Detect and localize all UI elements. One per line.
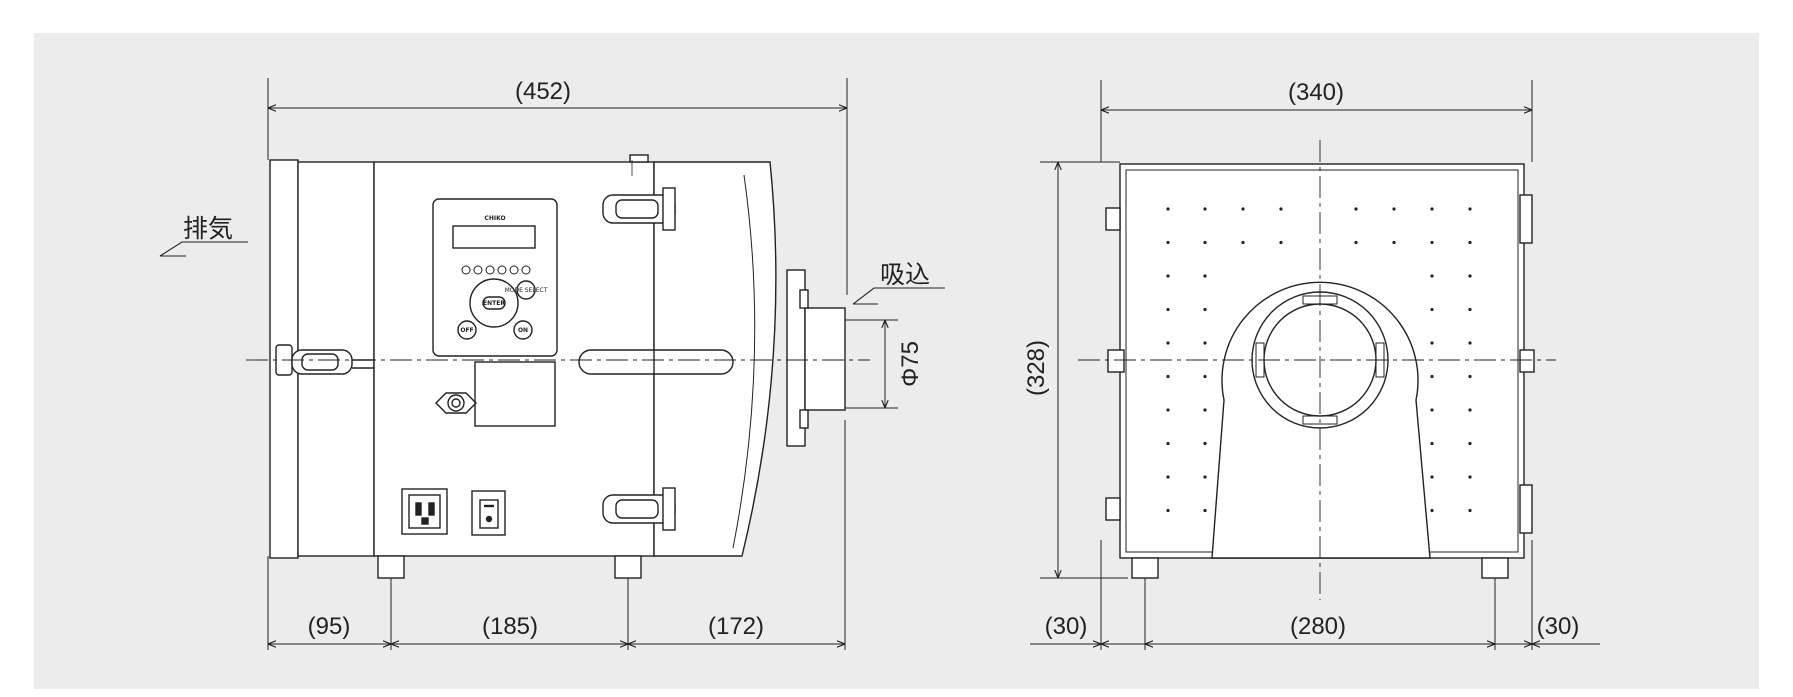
vent-hole bbox=[1279, 240, 1283, 245]
navigation-pad bbox=[469, 278, 519, 328]
panel-off: OFF bbox=[460, 327, 473, 334]
foot-left bbox=[1131, 557, 1159, 579]
vent-hole bbox=[1430, 207, 1434, 211]
vent-hole bbox=[1392, 240, 1396, 245]
vent-hole bbox=[1468, 374, 1472, 379]
vent-hole bbox=[1430, 441, 1434, 446]
vent-hole bbox=[1166, 274, 1170, 278]
side-view bbox=[159, 78, 945, 650]
label-plate bbox=[474, 361, 556, 427]
vent-hole bbox=[1166, 207, 1170, 211]
vent-hole bbox=[1203, 341, 1207, 345]
control-panel bbox=[432, 198, 558, 357]
panel-brand: CHIKO bbox=[484, 215, 505, 222]
vent-hole bbox=[1468, 207, 1472, 211]
vent-hole bbox=[1203, 274, 1207, 278]
segment-middle-label: (185) bbox=[482, 613, 538, 640]
enter-button bbox=[482, 296, 506, 310]
intake-duct bbox=[804, 307, 846, 411]
vent-hole bbox=[1430, 374, 1434, 379]
front-segment-left-label: (30) bbox=[1045, 613, 1088, 640]
vent-hole bbox=[1166, 374, 1170, 379]
vent-hole bbox=[1468, 408, 1472, 412]
vent-hole bbox=[1166, 341, 1170, 345]
segment-rear-label: (95) bbox=[308, 613, 351, 640]
foot-rear bbox=[377, 555, 405, 579]
indicator-leds bbox=[461, 265, 531, 275]
vent-hole bbox=[1468, 441, 1472, 446]
handle-slot bbox=[578, 349, 734, 375]
ventilation-holes bbox=[1166, 207, 1472, 513]
vent-hole bbox=[1392, 207, 1396, 211]
front-segment-right-label: (30) bbox=[1537, 613, 1580, 640]
vent-hole bbox=[1166, 408, 1170, 412]
front-view bbox=[1030, 80, 1600, 650]
vent-hole bbox=[1468, 508, 1472, 513]
mode-select-button bbox=[516, 280, 536, 300]
vent-hole bbox=[1166, 441, 1170, 446]
on-button bbox=[513, 320, 533, 340]
vent-hole bbox=[1468, 274, 1472, 278]
vent-hole bbox=[1166, 475, 1170, 479]
vent-hole bbox=[1166, 508, 1170, 513]
panel-enter: ENTER bbox=[483, 300, 505, 307]
front-overall-width-label: (340) bbox=[1288, 79, 1344, 106]
intake-label: 吸込 bbox=[880, 260, 930, 289]
vent-hole bbox=[1203, 441, 1207, 446]
front-segment-middle-label: (280) bbox=[1290, 613, 1346, 640]
vent-hole bbox=[1468, 475, 1472, 479]
display-window bbox=[452, 225, 536, 249]
vent-hole bbox=[1430, 408, 1434, 412]
power-switch bbox=[471, 490, 506, 536]
vent-hole bbox=[1468, 240, 1472, 245]
vent-hole bbox=[1203, 374, 1207, 379]
front-overall-height-label: (328) bbox=[1023, 340, 1050, 396]
vent-hole bbox=[1468, 307, 1472, 312]
vent-hole bbox=[1430, 307, 1434, 312]
vent-hole bbox=[1430, 341, 1434, 345]
vent-hole bbox=[1203, 240, 1207, 245]
vent-hole bbox=[1203, 408, 1207, 412]
vent-hole bbox=[1241, 240, 1245, 245]
vent-hole bbox=[1203, 508, 1207, 513]
off-button bbox=[457, 320, 477, 340]
vent-hole bbox=[1430, 475, 1434, 479]
vent-hole bbox=[1203, 475, 1207, 479]
side-overall-width-label: (452) bbox=[515, 78, 571, 105]
exhaust-label: 排気 bbox=[183, 214, 233, 243]
intake-leader bbox=[852, 287, 945, 305]
vent-hole bbox=[1203, 307, 1207, 312]
panel-mode: MODE SELECT bbox=[505, 287, 548, 294]
foot-right bbox=[1481, 557, 1509, 579]
segment-front-label: (172) bbox=[708, 613, 764, 640]
vent-hole bbox=[1468, 341, 1472, 345]
power-inlet bbox=[401, 488, 448, 535]
vent-hole bbox=[1203, 207, 1207, 211]
duct-diameter-label: Φ75 bbox=[897, 341, 924, 387]
vent-hole bbox=[1241, 207, 1245, 211]
exhaust-leader bbox=[159, 241, 248, 257]
vent-hole bbox=[1430, 274, 1434, 278]
vent-hole bbox=[1354, 240, 1358, 245]
latch-top bbox=[602, 187, 676, 231]
vent-hole bbox=[1166, 240, 1170, 245]
foot-front bbox=[614, 555, 642, 579]
vent-hole bbox=[1279, 207, 1283, 211]
panel-on: ON bbox=[518, 327, 528, 334]
vent-hole bbox=[1166, 307, 1170, 312]
vent-hole bbox=[1430, 508, 1434, 513]
sensor-connector bbox=[435, 392, 477, 414]
vent-hole bbox=[1430, 240, 1434, 245]
latch-bottom bbox=[602, 487, 676, 531]
vent-hole bbox=[1354, 207, 1358, 211]
fan-shroud bbox=[1211, 281, 1431, 559]
